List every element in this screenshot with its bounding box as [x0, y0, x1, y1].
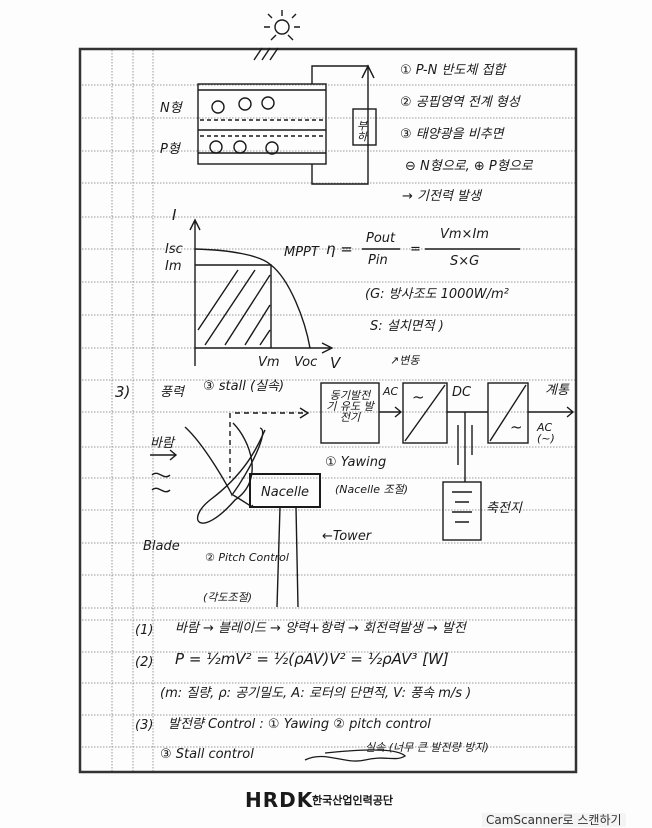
line-4-number: (3)	[135, 718, 154, 733]
i-axis-label: I	[172, 206, 177, 224]
line-2-text: P = ½mV² = ½(ρAV)V² = ½ρAV³ [W]	[175, 650, 449, 668]
vm-label: Vm	[258, 355, 280, 370]
line-5-text: ③ Stall control	[160, 747, 254, 762]
pv-step-1: ① P-N 반도체 접합	[400, 63, 506, 78]
line-3-text: (m: 질량, ρ: 공기밀도, A: 로터의 단면적, V: 풍속 m/s )	[160, 686, 472, 701]
stall-note: 실속 (너무 큰 발전량 방지)	[365, 741, 489, 754]
pv-step-5: → 기전력 발생	[402, 189, 481, 204]
pv-step-3: ③ 태양광을 비추면	[400, 127, 504, 142]
pv-step-4: ⊖ N형으로, ⊕ P형으로	[405, 159, 533, 174]
camscanner-watermark: CamScanner로 스캔하기	[482, 813, 626, 827]
org-name: 한국산업인력공단	[312, 794, 393, 807]
voc-label: Voc	[294, 355, 318, 370]
line-1-text: 바람 → 블레이드 → 양력+항력 → 회전력발생 → 발전	[175, 621, 466, 636]
inverter-ac-symbol: ~	[510, 418, 523, 436]
rectifier-ac-symbol: ~	[412, 388, 425, 406]
wind-label: 바람	[150, 436, 174, 451]
blade-label: Blade	[143, 539, 180, 554]
yawing-label: ① Yawing	[325, 455, 387, 470]
eta-symbol: η =	[326, 240, 353, 258]
tower-label: ←Tower	[322, 529, 372, 544]
isc-label: Isc	[165, 242, 183, 257]
hrdk-logo: HRDK	[245, 788, 314, 812]
pitch-label: ② Pitch Control	[205, 551, 289, 564]
numerator: Vm×Im	[440, 227, 489, 242]
page-frame	[78, 47, 578, 774]
denominator: S×G	[450, 254, 480, 269]
nacelle-label: Nacelle	[261, 485, 310, 500]
v-axis-label: V	[330, 354, 341, 372]
ruled-lines	[82, 50, 576, 772]
dc-label: DC	[452, 385, 472, 400]
generator-label: 동기발전기 유도 발전기	[326, 389, 374, 424]
battery-label: 축전지	[486, 501, 522, 516]
equals: =	[410, 242, 421, 257]
pin: Pin	[368, 253, 388, 268]
n-type-label: N형	[160, 101, 182, 116]
stall-label: ③ stall (실속)	[203, 379, 285, 394]
note-g: (G: 방사조도 1000W/m²	[365, 287, 509, 302]
mppt-label: MPPT	[284, 245, 319, 260]
wind-title: 풍력	[160, 385, 184, 400]
grid-label: 계통	[545, 383, 569, 398]
ac-out-label: AC (~)	[537, 421, 555, 445]
line-1-number: (1)	[135, 623, 154, 638]
line-4-text: 발전량 Control : ① Yawing ② pitch control	[168, 717, 431, 732]
note-s: S: 설치면적 )	[370, 319, 444, 334]
section-number: 3)	[115, 383, 131, 401]
variation-note: ↗변동	[390, 354, 420, 367]
p-type-label: P형	[160, 142, 180, 157]
pout: Pout	[366, 231, 396, 246]
im-label: Im	[165, 259, 182, 274]
yawing-note: (Nacelle 조절)	[335, 483, 408, 496]
ac-label: AC	[383, 385, 399, 398]
pv-step-2: ② 공핍영역 전계 형성	[400, 95, 520, 110]
line-2-number: (2)	[135, 655, 154, 670]
pitch-note: (각도조절)	[203, 591, 253, 604]
load-label: 부하	[355, 120, 368, 142]
